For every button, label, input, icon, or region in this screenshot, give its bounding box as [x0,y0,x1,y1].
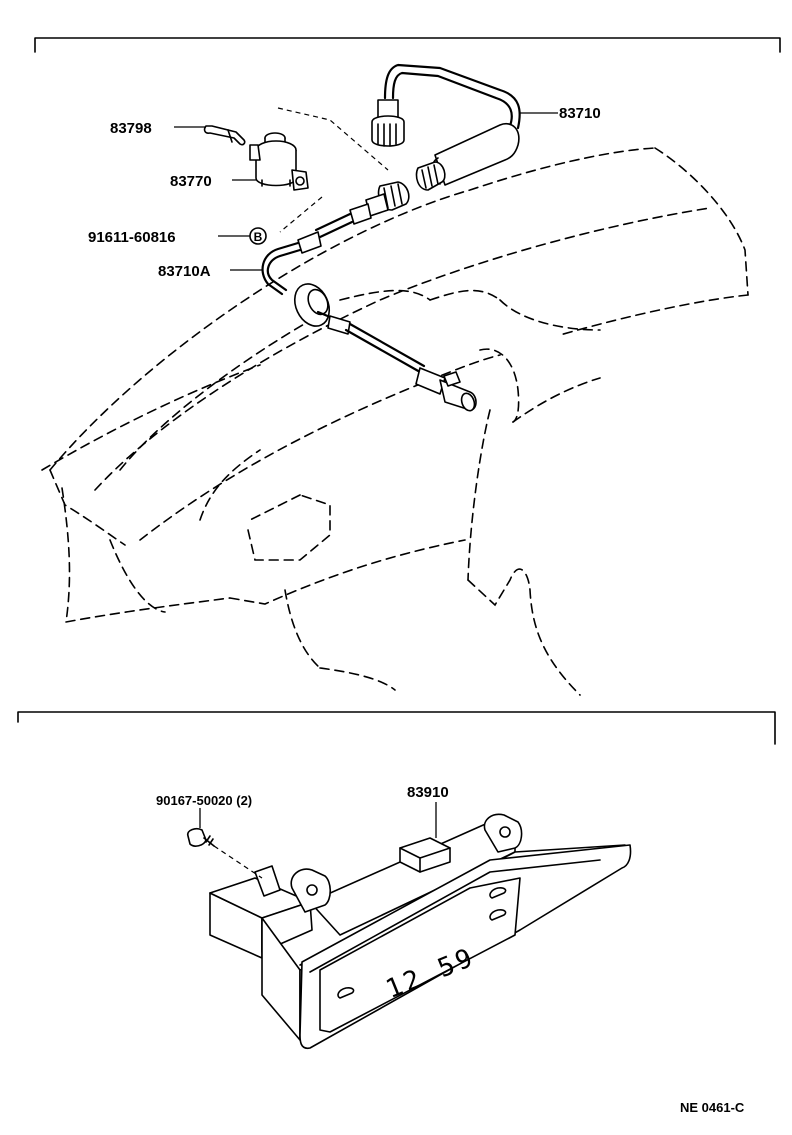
label-83710a: 83710A [158,263,211,280]
leader-lines-top [174,112,558,271]
speedometer-cable-83710 [371,63,521,191]
label-83798: 83798 [110,120,152,137]
label-83770: 83770 [170,173,212,190]
label-83910: 83910 [407,784,449,801]
assembly-dashed-lines [277,107,389,233]
label-90167-50020: 90167-50020 (2) [156,793,252,808]
section-frame-top [34,37,781,53]
section-frame-bottom [17,711,776,745]
clip-83798 [203,125,246,146]
marker-b-label: B [254,230,263,244]
speedometer-cable-83710a [261,181,410,296]
cable-grommet [293,283,477,412]
screw-90167 [186,828,263,879]
drawing-code: NE 0461-C [680,1100,745,1115]
clock-83910 [209,813,632,1050]
label-91611-60816: 91611-60816 [88,229,176,246]
label-83710: 83710 [559,105,601,122]
coupler-83770 [249,132,309,191]
bolt-marker: B [249,227,267,245]
leader-lines-bottom [199,802,437,838]
instrument-panel-outline [41,147,749,696]
